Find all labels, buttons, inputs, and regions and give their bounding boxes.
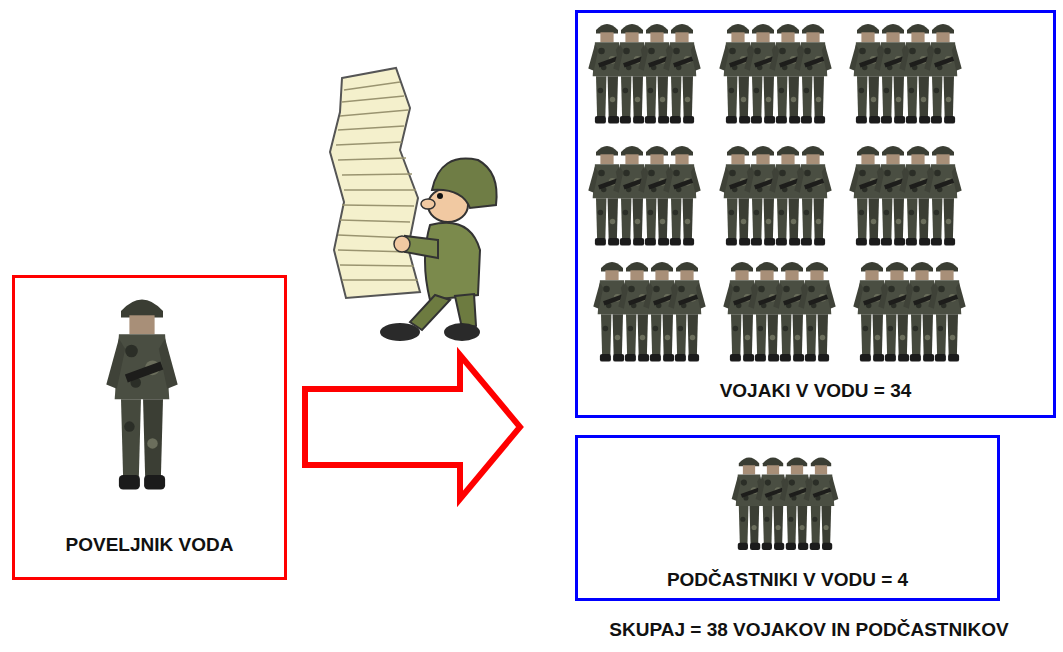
soldier-group [849,24,961,124]
soldier-group [719,146,831,246]
commander-box: POVELJNIK VODA [12,275,287,580]
clerk-boot [380,323,420,341]
clerk-helmet [432,159,497,208]
soldier-group [588,146,700,246]
soldier-figure [106,300,177,490]
clerk-nose [421,199,435,209]
nco-box: PODČASTNIKI V VODU = 4 [575,435,1000,601]
soldier-figure [804,458,839,550]
total-label: SKUPAJ = 38 VOJAKOV IN PODČASTNIKOV [559,619,1059,642]
soldier-figure [663,146,700,246]
soldier-group [732,458,839,550]
paper-lines [336,82,418,280]
clerk-leg [410,295,450,330]
soldier-group [593,262,705,362]
clerk-hand [394,236,410,252]
soldier-group [723,262,835,362]
clerk-eye [437,193,443,199]
box-label: POVELJNIK VODA [66,534,234,557]
block-arrow [305,355,520,499]
clerk-leg [455,294,476,328]
soldier-figure [924,24,961,124]
soldier-group [588,24,700,124]
soldier-figure [663,24,700,124]
soldier-group [719,24,831,124]
soldier-figure [794,24,831,124]
soldier-figure [928,262,965,362]
soldier-group [853,262,965,362]
clerk-body [425,223,480,300]
soldier-figure [924,146,961,246]
soldier-groups [588,24,965,550]
soldier-figure [798,262,835,362]
box-label: VOJAKI V VODU = 34 [720,380,912,403]
paper-stack [330,68,420,298]
commander-figure [106,300,177,490]
cartoon-clerk [330,68,497,341]
soldier-figure [794,146,831,246]
box-label: PODČASTNIKI V VODU = 4 [667,569,908,592]
soldier-figure [668,262,705,362]
clerk-boot [444,323,480,341]
soldiers-box: VOJAKI V VODU = 34 [575,10,1056,418]
soldier-group [849,146,961,246]
